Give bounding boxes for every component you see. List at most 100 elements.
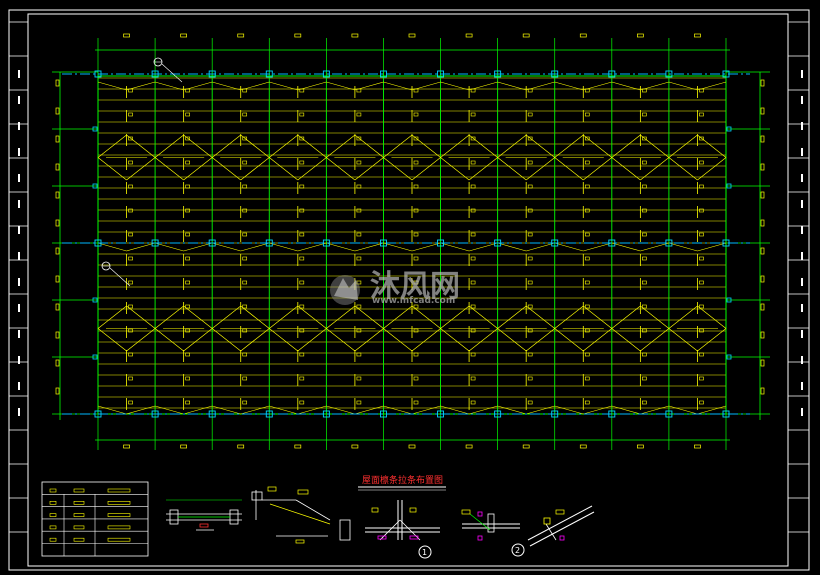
column bbox=[494, 239, 502, 247]
wind-column bbox=[92, 354, 98, 360]
column bbox=[94, 70, 102, 78]
column bbox=[722, 70, 730, 78]
tie-rod bbox=[697, 405, 727, 415]
roof-purlin-plan bbox=[52, 33, 770, 450]
tie-rod bbox=[640, 81, 669, 91]
sag-rod-tag bbox=[413, 184, 419, 189]
detail-drawings bbox=[166, 486, 595, 547]
column bbox=[494, 70, 502, 78]
brace bbox=[383, 134, 413, 158]
detail-purlin-splice bbox=[166, 499, 242, 531]
tie-rod bbox=[583, 405, 612, 415]
wind-column bbox=[726, 183, 732, 189]
column bbox=[722, 410, 730, 418]
sag-rod-tag bbox=[356, 88, 362, 93]
frame-mark bbox=[801, 356, 803, 364]
frame-mark bbox=[18, 252, 20, 260]
brace bbox=[611, 157, 641, 181]
sag-rod-tag bbox=[185, 376, 190, 381]
sag-rod-tag bbox=[527, 184, 533, 189]
table-cell-mark bbox=[107, 537, 131, 542]
sag-rod-tag bbox=[356, 136, 362, 141]
brace bbox=[97, 328, 127, 352]
tie-rod bbox=[668, 405, 698, 415]
tie-rod bbox=[554, 81, 584, 91]
sag-rod-tag bbox=[699, 112, 704, 117]
frame-mark bbox=[18, 200, 20, 208]
dimension-label bbox=[55, 331, 60, 339]
sag-rod-tag bbox=[584, 208, 590, 213]
dimension-label bbox=[760, 275, 765, 283]
sag-rod-tag bbox=[356, 256, 362, 261]
brace bbox=[269, 328, 299, 352]
brace bbox=[240, 134, 270, 158]
axis-lines bbox=[62, 73, 750, 415]
column bbox=[437, 70, 444, 78]
watermark-icon bbox=[330, 275, 360, 305]
frame-mark bbox=[18, 408, 20, 416]
brace bbox=[668, 305, 698, 329]
sag-rod-tag bbox=[527, 136, 533, 141]
tie-rod bbox=[126, 242, 156, 252]
leader-line bbox=[161, 63, 183, 83]
sag-rod-tag bbox=[242, 328, 248, 333]
sag-rod-tag bbox=[642, 232, 647, 237]
table-cell-mark bbox=[73, 537, 85, 542]
dimension-label bbox=[760, 247, 765, 255]
tie-rod bbox=[212, 81, 241, 91]
tie-rod bbox=[583, 81, 612, 91]
dimension-label bbox=[55, 359, 60, 367]
detail-callout-2: 2 bbox=[511, 543, 525, 557]
detail-callout-1: 1 bbox=[418, 545, 432, 559]
sag-rod-tag bbox=[642, 256, 647, 261]
brace bbox=[211, 305, 241, 329]
tie-rod bbox=[440, 405, 470, 415]
tie-rod bbox=[611, 81, 641, 91]
brace bbox=[211, 328, 241, 352]
sag-rod-tag bbox=[527, 256, 533, 261]
sag-rod-tag bbox=[642, 112, 647, 117]
brace bbox=[183, 328, 213, 352]
table-cell-mark bbox=[49, 488, 57, 493]
sag-rod-tag bbox=[185, 256, 190, 261]
sag-rod-tag bbox=[527, 232, 533, 237]
brace bbox=[354, 134, 384, 158]
sag-rod-tag bbox=[470, 328, 476, 333]
sag-rod-tag bbox=[413, 328, 419, 333]
outer-border bbox=[8, 9, 810, 571]
detail-tag bbox=[267, 486, 277, 492]
sag-rod-tag bbox=[527, 376, 533, 381]
frame-mark bbox=[18, 278, 20, 286]
frame-mark bbox=[18, 122, 20, 130]
dimension-label bbox=[237, 33, 245, 38]
tie-rod bbox=[297, 81, 327, 91]
tie-rod bbox=[297, 242, 327, 252]
sag-rod-tag bbox=[642, 376, 647, 381]
detail-2-eave bbox=[461, 509, 520, 541]
sag-rod-tag bbox=[584, 256, 590, 261]
sag-rod-tag bbox=[470, 136, 476, 141]
sag-rod-tag bbox=[356, 328, 362, 333]
frame-mark bbox=[801, 278, 803, 286]
brace bbox=[269, 134, 299, 158]
dimension-label bbox=[351, 444, 359, 449]
sag-rod-tag bbox=[470, 376, 476, 381]
sag-rod-tag bbox=[299, 352, 305, 357]
drawing-title-text: 屋面檩条拉条布置图 bbox=[362, 474, 443, 486]
detail-plate bbox=[487, 513, 495, 533]
tie-rod bbox=[383, 405, 413, 415]
dimension-label bbox=[55, 387, 60, 395]
brace bbox=[583, 328, 613, 352]
sag-rod-tag bbox=[527, 88, 533, 93]
sag-rod-tag bbox=[642, 88, 647, 93]
sag-rod-tag bbox=[185, 232, 190, 237]
column bbox=[380, 70, 387, 78]
column bbox=[551, 70, 559, 78]
tie-rod bbox=[183, 81, 213, 91]
sag-rod-tag bbox=[128, 256, 133, 261]
dimension-label bbox=[760, 79, 765, 87]
sag-rod-tag bbox=[299, 112, 305, 117]
dimension-label bbox=[55, 303, 60, 311]
tie-rod bbox=[469, 81, 498, 91]
